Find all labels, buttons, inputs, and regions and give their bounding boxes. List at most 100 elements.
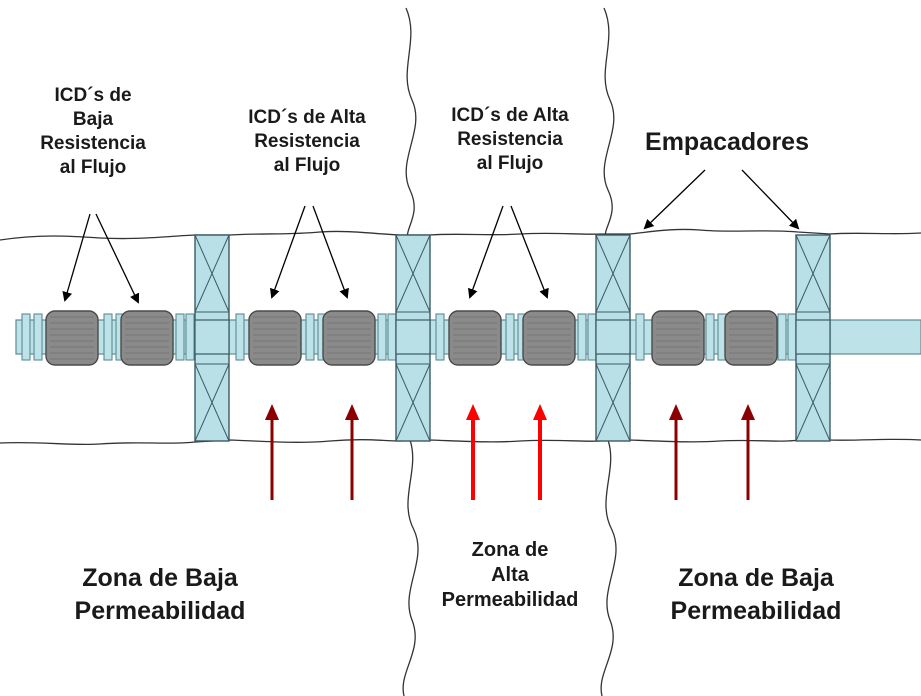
packer-x-icon bbox=[795, 234, 831, 442]
pipe-collar bbox=[175, 313, 185, 361]
pipe-collar bbox=[235, 313, 245, 361]
pipe-collar bbox=[21, 313, 31, 361]
packer-x-icon bbox=[595, 234, 631, 442]
icd-body bbox=[522, 310, 576, 366]
pipe-collar bbox=[635, 313, 645, 361]
borehole-top-wall bbox=[0, 228, 921, 241]
label-zona-baja-right-line2: Permeabilidad bbox=[670, 597, 842, 625]
packer-x-line bbox=[795, 234, 831, 313]
packer-pipe-section bbox=[595, 319, 631, 355]
label-zona-alta-line3: Permeabilidad bbox=[441, 589, 579, 611]
label-icd-alta-1-line3: al Flujo bbox=[273, 155, 341, 176]
icd-body bbox=[724, 310, 778, 366]
icd-screen-icon bbox=[724, 310, 778, 366]
label-zona-baja-left-line2: Permeabilidad bbox=[74, 597, 246, 625]
packer-x-icon bbox=[194, 234, 230, 442]
flow-arrow-head bbox=[669, 404, 683, 420]
label-zona-baja-left: Zona de Baja Permeabilidad bbox=[40, 562, 280, 628]
flow-arrow-head bbox=[533, 404, 547, 420]
label-zona-alta-line1: Zona de bbox=[471, 539, 549, 561]
pipe-collar bbox=[305, 313, 315, 361]
icd-body bbox=[45, 310, 99, 366]
label-icd-baja-line3: Resistencia bbox=[40, 133, 146, 154]
label-icd-baja: ICD´s de Baja Resistencia al Flujo bbox=[18, 84, 168, 180]
pipe-collar bbox=[777, 313, 787, 361]
label-empacadores: Empacadores bbox=[645, 128, 809, 156]
label-icd-alta-2-line1: ICD´s de Alta bbox=[451, 105, 569, 126]
packer-pipe-section bbox=[194, 319, 230, 355]
pipe-collar bbox=[435, 313, 445, 361]
pointer-alta2-1 bbox=[468, 205, 504, 299]
packer-x-line bbox=[395, 234, 431, 313]
pointer-baja-2 bbox=[95, 213, 140, 304]
pipe-collar bbox=[587, 313, 597, 361]
label-zona-baja-right-line1: Zona de Baja bbox=[678, 564, 834, 592]
borehole-bottom-wall bbox=[0, 438, 921, 446]
flow-arrow-head bbox=[741, 404, 755, 420]
label-icd-alta-2: ICD´s de Alta Resistencia al Flujo bbox=[425, 104, 595, 176]
flow-arrow-icon bbox=[345, 404, 359, 500]
icd-screen-icon bbox=[120, 310, 174, 366]
label-icd-baja-line2: Baja bbox=[72, 109, 114, 130]
icd-body bbox=[248, 310, 302, 366]
flow-arrow-icon bbox=[466, 404, 480, 500]
pipe-collar bbox=[705, 313, 715, 361]
pointer-alta1-1 bbox=[270, 205, 306, 299]
pointer-empacador-2 bbox=[741, 169, 800, 230]
label-zona-alta: Zona de Alta Permeabilidad bbox=[415, 538, 605, 613]
icd-screen-icon bbox=[522, 310, 576, 366]
icd-screen-icon bbox=[448, 310, 502, 366]
flow-arrow-head bbox=[265, 404, 279, 420]
flow-arrow-icon bbox=[741, 404, 755, 500]
pointer-alta2-2 bbox=[510, 205, 549, 299]
icd-screen-icon bbox=[45, 310, 99, 366]
pipe-collar bbox=[387, 313, 397, 361]
flow-arrow-icon bbox=[533, 404, 547, 500]
flow-arrow-head bbox=[466, 404, 480, 420]
packer-pipe-section bbox=[395, 319, 431, 355]
pointer-alta1-2 bbox=[312, 205, 349, 299]
packer-x-line bbox=[395, 363, 431, 442]
packer-pipe-section bbox=[795, 319, 831, 355]
pipe-collar bbox=[103, 313, 113, 361]
pointer-empacador-1 bbox=[643, 169, 706, 230]
packer-x-line bbox=[595, 363, 631, 442]
zone-boundary-left bbox=[402, 7, 419, 696]
pipe-collar bbox=[505, 313, 515, 361]
label-icd-alta-2-line2: Resistencia bbox=[457, 129, 563, 150]
label-pointers bbox=[62, 169, 800, 304]
icd-screen-icon bbox=[248, 310, 302, 366]
flow-arrow-head bbox=[345, 404, 359, 420]
pipe-collar bbox=[33, 313, 43, 361]
label-icd-alta-2-line3: al Flujo bbox=[476, 153, 544, 174]
icd-body bbox=[322, 310, 376, 366]
pipe-collar bbox=[787, 313, 797, 361]
icd-body bbox=[651, 310, 705, 366]
icd-body bbox=[120, 310, 174, 366]
packer-x-line bbox=[194, 363, 230, 442]
icd-screen-icon bbox=[322, 310, 376, 366]
pipe-collar bbox=[577, 313, 587, 361]
label-zona-baja-left-line1: Zona de Baja bbox=[82, 564, 238, 592]
packer-x-line bbox=[194, 234, 230, 313]
label-zona-alta-line2: Alta bbox=[491, 564, 529, 586]
label-icd-alta-1-line2: Resistencia bbox=[254, 131, 360, 152]
pipe-collar bbox=[377, 313, 387, 361]
flow-arrow-icon bbox=[265, 404, 279, 500]
label-icd-baja-line4: al Flujo bbox=[59, 157, 127, 178]
pointer-baja-1 bbox=[62, 213, 91, 302]
zone-boundary-right bbox=[600, 7, 617, 696]
pipe-collar bbox=[185, 313, 195, 361]
icd-screen-icon bbox=[651, 310, 705, 366]
flow-arrow-icon bbox=[669, 404, 683, 500]
label-icd-baja-line1: ICD´s de bbox=[54, 85, 132, 106]
packer-x-icon bbox=[395, 234, 431, 442]
packer-x-line bbox=[595, 234, 631, 313]
label-zona-baja-right: Zona de Baja Permeabilidad bbox=[636, 562, 876, 628]
icd-body bbox=[448, 310, 502, 366]
label-icd-alta-1-line1: ICD´s de Alta bbox=[248, 107, 366, 128]
label-icd-alta-1: ICD´s de Alta Resistencia al Flujo bbox=[222, 106, 392, 178]
packer-x-line bbox=[795, 363, 831, 442]
